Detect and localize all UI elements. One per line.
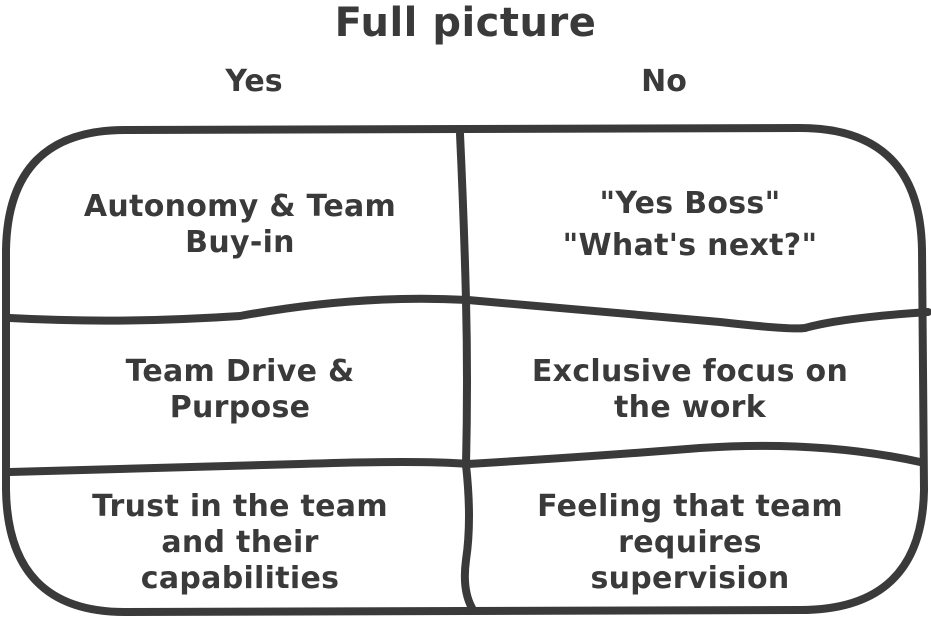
cell-text: requires — [618, 525, 762, 560]
cell-text: Exclusive focus on — [531, 354, 849, 389]
cell-text: Trust in the team — [92, 489, 388, 524]
cell-text: Team Drive & — [125, 354, 355, 389]
column-header-no: No — [641, 64, 687, 99]
cell-no-supervision: Feeling that team requires supervision — [470, 478, 910, 608]
cell-text: Autonomy & Team — [83, 189, 397, 224]
cell-text: supervision — [590, 561, 790, 596]
cell-text: "What's next?" — [562, 228, 818, 263]
cell-text: capabilities — [140, 561, 340, 596]
row-divider-2 — [6, 441, 924, 476]
cell-text: the work — [614, 390, 766, 425]
cell-no-exclusive-focus: Exclusive focus on the work — [470, 320, 910, 460]
cell-no-yes-boss: "Yes Boss" "What's next?" — [470, 160, 910, 290]
cell-text: Buy-in — [185, 225, 295, 260]
outer-frame — [2, 124, 928, 616]
vertical-divider — [456, 130, 476, 612]
cell-text: Purpose — [169, 390, 311, 425]
column-header-yes: Yes — [225, 64, 283, 99]
cell-yes-trust: Trust in the team and their capabilities — [20, 478, 460, 608]
cell-text: Feeling that team — [537, 489, 843, 524]
diagram-title: Full picture — [334, 0, 597, 46]
cell-yes-team-drive: Team Drive & Purpose — [20, 320, 460, 460]
cell-yes-autonomy: Autonomy & Team Buy-in — [20, 160, 460, 290]
row-divider-1 — [6, 294, 931, 333]
cell-text: and their — [161, 525, 319, 560]
cell-text: "Yes Boss" — [599, 186, 781, 221]
